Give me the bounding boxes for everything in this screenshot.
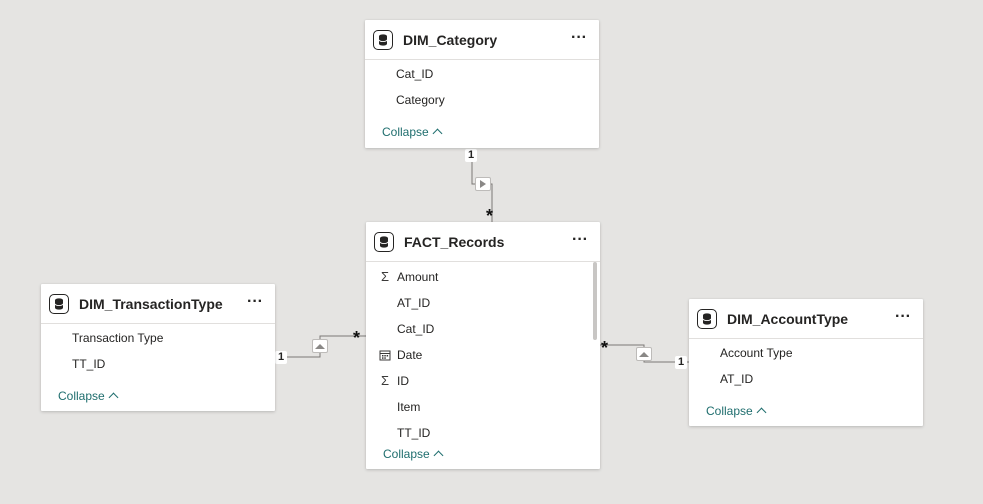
chevron-up-icon [756,407,767,418]
table-icon [49,293,69,314]
field-label: Category [396,93,445,107]
table-card-dim-category[interactable]: DIM_Category ··· Cat_ID Category Collaps… [365,20,599,148]
table-title: DIM_Category [403,31,498,48]
filter-direction-marker-transaction[interactable] [312,339,328,353]
field-label: Account Type [720,346,793,360]
table-title: FACT_Records [404,233,505,250]
triangle-up-icon [639,352,649,357]
field-label: Cat_ID [397,322,435,336]
field-row[interactable]: Σ Amount [366,264,600,290]
field-label: AT_ID [397,296,431,310]
field-row[interactable]: TT_ID [41,351,275,377]
field-label: Item [397,400,421,414]
field-row[interactable]: Category [365,87,599,113]
sigma-icon: Σ [380,373,390,388]
collapse-link[interactable]: Collapse [58,389,119,403]
table-card-dim-accounttype[interactable]: DIM_AccountType ··· Account Type AT_ID C… [689,299,923,426]
cardinality-one-category: 1 [465,149,478,162]
field-label: AT_ID [720,372,754,386]
more-options-button[interactable]: ··· [247,293,263,310]
field-list: Σ Amount AT_ID Cat_ID [366,264,600,446]
database-icon [378,33,388,46]
database-icon [54,297,64,310]
collapse-label: Collapse [58,389,105,403]
field-row[interactable]: Cat_ID [366,316,600,342]
more-options-button[interactable]: ··· [571,29,587,46]
field-row[interactable]: Account Type [689,340,923,366]
field-label: Date [397,348,423,362]
table-icon [374,231,394,252]
table-header[interactable]: FACT_Records ··· [366,222,600,262]
cardinality-many-transaction: * [353,328,361,348]
collapse-label: Collapse [382,125,429,139]
field-label: TT_ID [72,357,106,371]
table-icon [373,29,393,50]
collapse-link[interactable]: Collapse [706,404,767,418]
calendar-icon [378,342,392,370]
collapse-link[interactable]: Collapse [382,125,443,139]
triangle-right-icon [480,180,486,188]
field-row[interactable]: AT_ID [689,366,923,392]
field-row[interactable]: AT_ID [366,290,600,316]
field-row[interactable]: TT_ID [366,420,600,446]
chevron-up-icon [432,128,443,139]
field-label: TT_ID [397,426,431,440]
field-label: ID [397,374,409,388]
field-label: Amount [397,270,439,284]
field-label: Transaction Type [72,331,164,345]
table-card-dim-transactiontype[interactable]: DIM_TransactionType ··· Transaction Type… [41,284,275,411]
chevron-up-icon [433,450,444,461]
field-row[interactable]: Cat_ID [365,61,599,87]
field-row[interactable]: Transaction Type [41,325,275,351]
sigma-icon: Σ [380,269,390,284]
database-icon [702,312,712,325]
field-row[interactable]: Σ ID [366,368,600,394]
database-icon [379,235,389,248]
table-icon [697,308,717,329]
table-title: DIM_AccountType [727,310,849,327]
collapse-label: Collapse [383,447,430,461]
table-header[interactable]: DIM_TransactionType ··· [41,284,275,324]
collapse-label: Collapse [706,404,753,418]
triangle-up-icon [315,344,325,349]
field-row[interactable]: Item [366,394,600,420]
collapse-link[interactable]: Collapse [383,447,444,461]
filter-direction-marker-account[interactable] [636,347,652,361]
table-card-fact-records[interactable]: FACT_Records ··· Σ Amount AT_ID Cat_ID [366,222,600,469]
cardinality-many-category: * [486,206,494,226]
table-title: DIM_TransactionType [79,295,223,312]
field-label: Cat_ID [396,67,434,81]
table-header[interactable]: DIM_AccountType ··· [689,299,923,339]
cardinality-one-transaction: 1 [275,351,288,364]
field-row[interactable]: Date [366,342,600,368]
chevron-up-icon [108,392,119,403]
cardinality-one-account: 1 [675,356,688,369]
more-options-button[interactable]: ··· [572,231,588,248]
cardinality-many-account: * [601,338,609,358]
more-options-button[interactable]: ··· [895,308,911,325]
filter-direction-marker-category[interactable] [475,177,491,191]
table-header[interactable]: DIM_Category ··· [365,20,599,60]
scrollbar[interactable] [593,262,597,340]
